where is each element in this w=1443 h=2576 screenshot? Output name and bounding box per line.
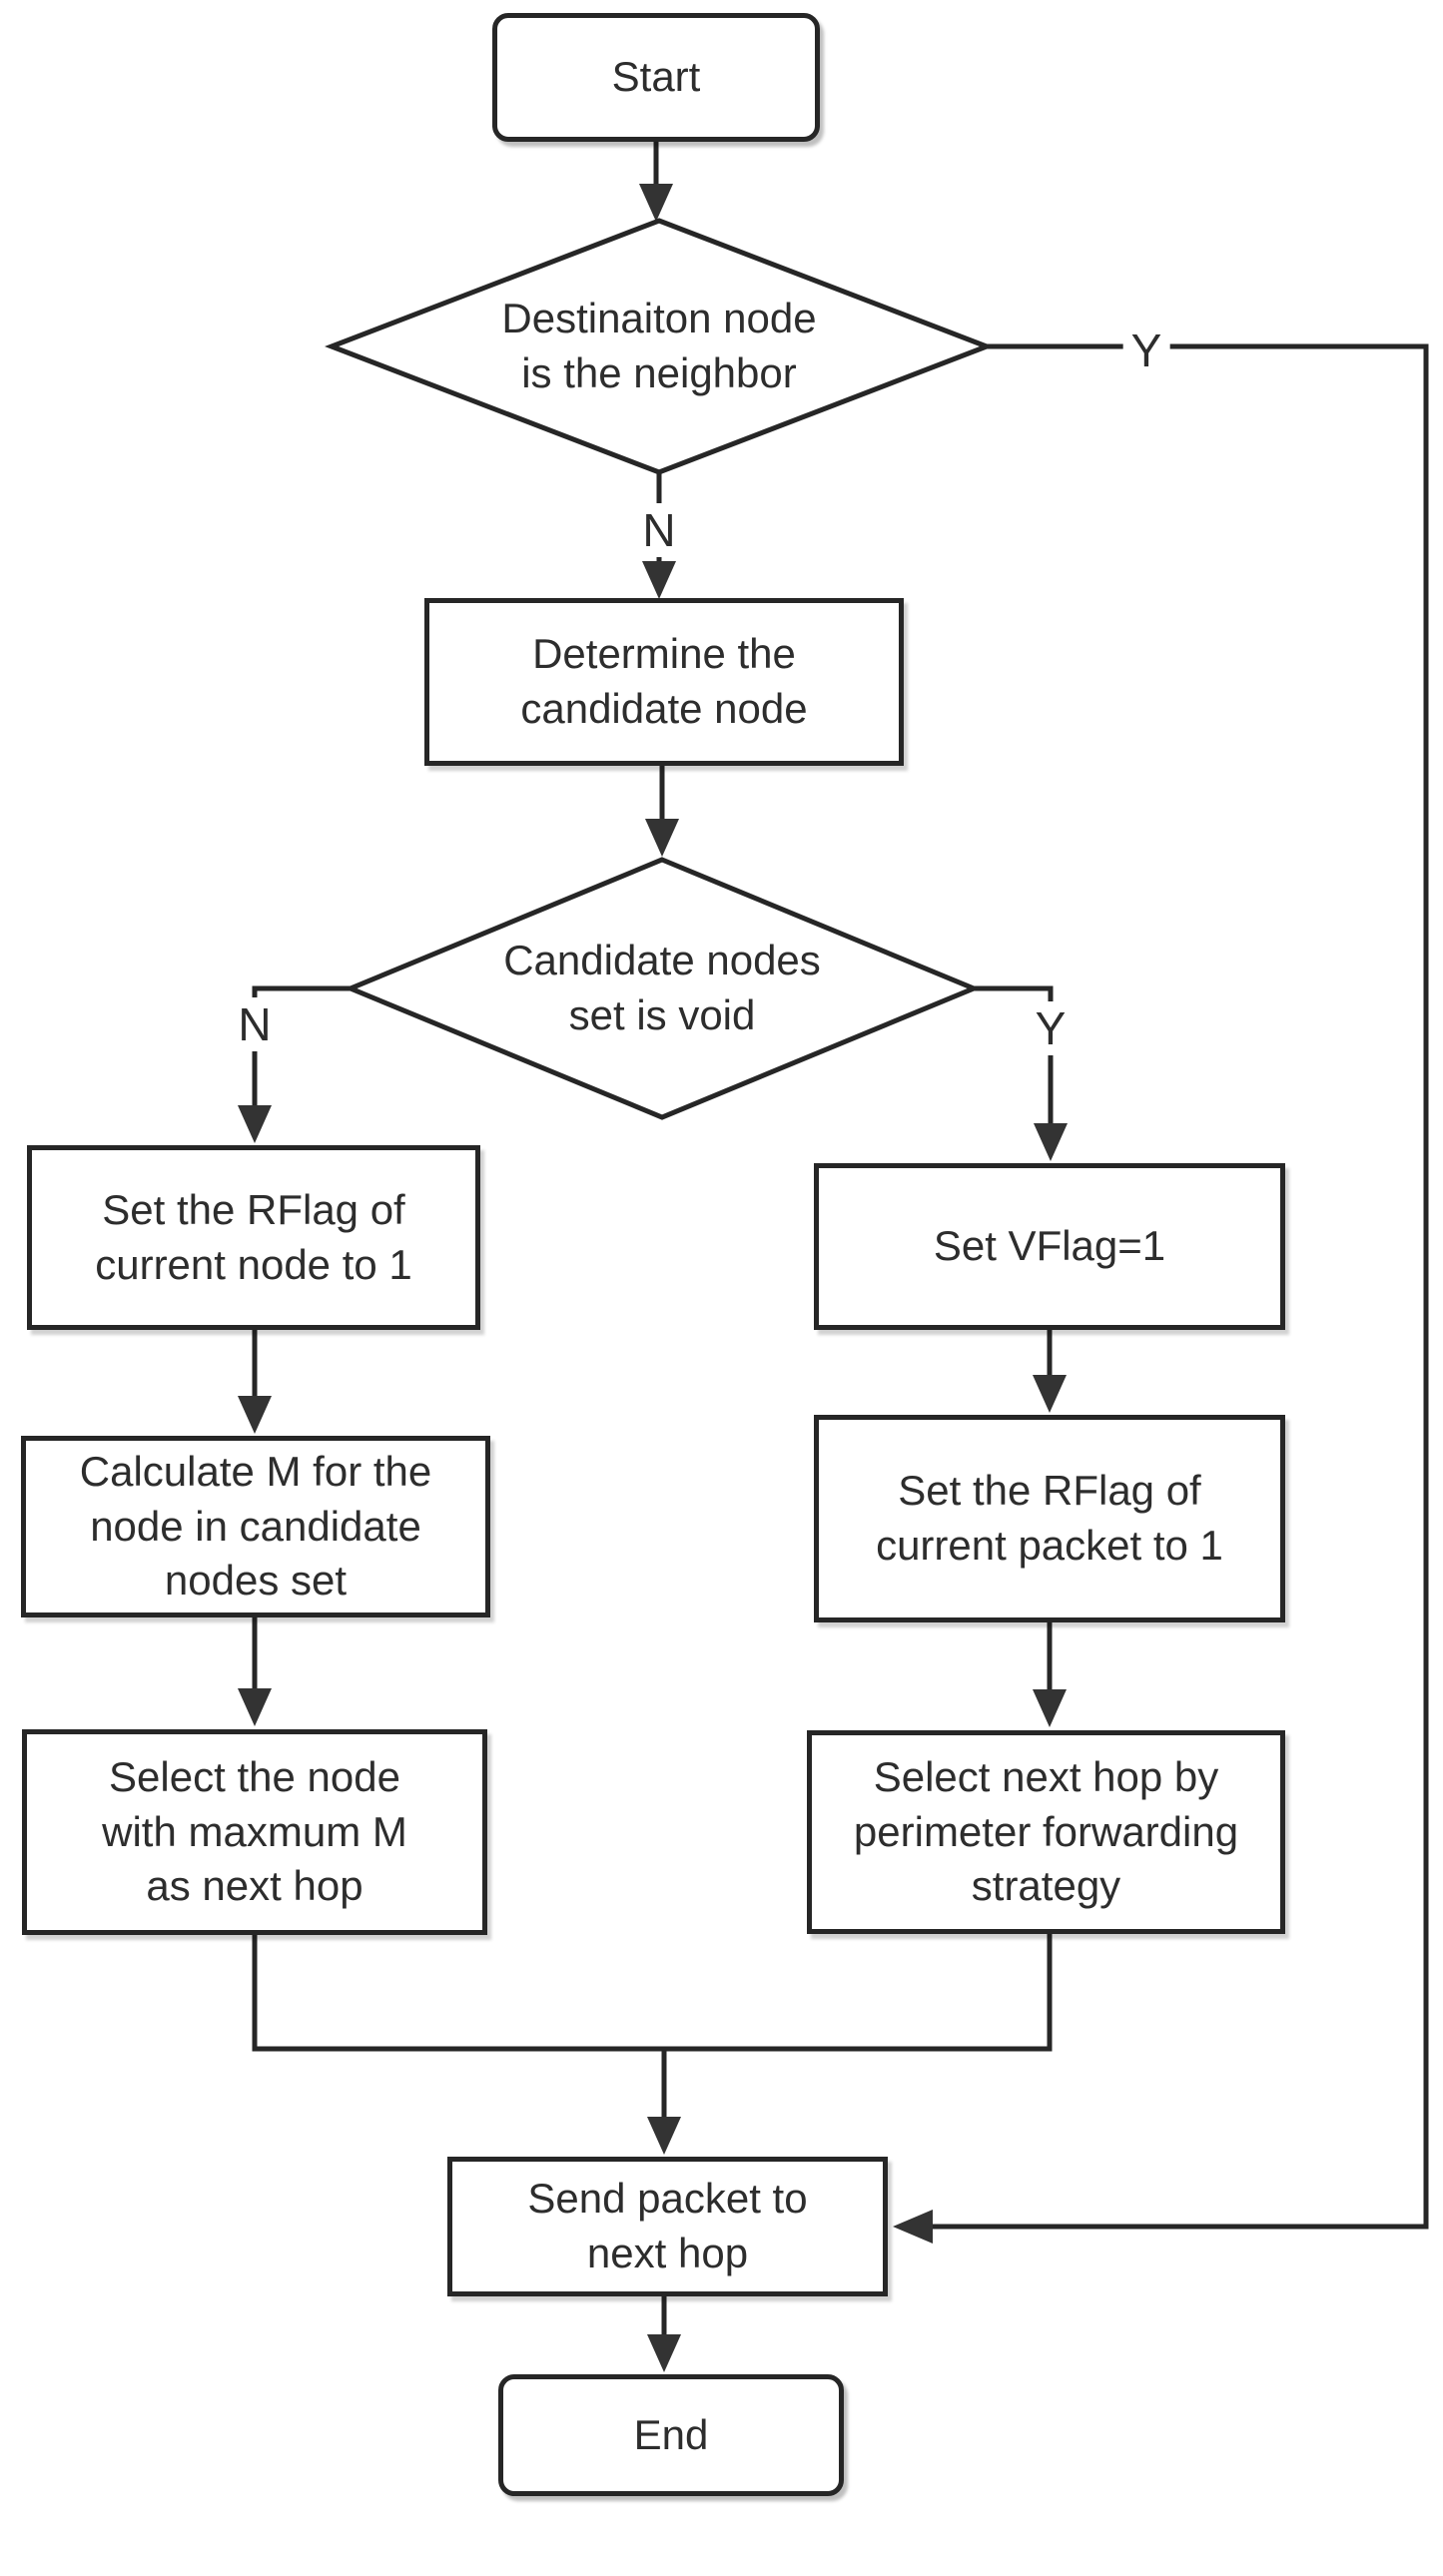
decision1-no-label: N — [634, 503, 684, 557]
edge-merge-line — [252, 1934, 1053, 2052]
set-vflag-label: Set VFlag=1 — [933, 1222, 1166, 1270]
arrowhead-merge-to-send — [647, 2117, 681, 2155]
determine-candidate-node: Determine the candidate node — [424, 598, 904, 766]
select-perimeter-label: Select next hop by perimeter forwarding … — [853, 1753, 1239, 1910]
set-rflag-node-node: Set the RFlag of current node to 1 — [27, 1145, 480, 1330]
arrowhead-start-to-decision1 — [639, 184, 673, 222]
edge-decision2-no — [252, 985, 351, 1105]
determine-candidate-label: Determine the candidate node — [520, 630, 808, 732]
arrowhead-send-to-end — [647, 2334, 681, 2372]
end-node: End — [498, 2374, 844, 2496]
decision-destination-shape — [325, 218, 994, 475]
edge-decision2-yes — [974, 985, 1054, 1123]
select-max-m-node: Select the node with maxmum M as next ho… — [22, 1729, 487, 1935]
edge-decision1-yes-rail — [933, 343, 1429, 2230]
arrowhead-decision2-yes — [1034, 1123, 1068, 1161]
arrowhead-decision1-yes-rail — [893, 2210, 933, 2244]
start-node: Start — [492, 13, 820, 142]
decision-candidate-void-shape — [344, 857, 981, 1120]
arrowhead-decision2-no — [238, 1105, 272, 1143]
set-rflag-packet-label: Set the RFlag of current packet to 1 — [876, 1467, 1223, 1569]
decision-destination-label: Destinaiton node is the neighbor — [501, 295, 817, 396]
arrowhead-decision1-no — [642, 561, 676, 599]
send-packet-node: Send packet to next hop — [447, 2157, 888, 2296]
decision-destination-node: Destinaiton node is the neighbor — [429, 285, 889, 408]
calculate-m-label: Calculate M for the node in candidate no… — [79, 1448, 432, 1605]
arrowhead-setrflagnode-to-calculatem — [238, 1396, 272, 1434]
set-vflag-node: Set VFlag=1 — [814, 1163, 1285, 1330]
decision-candidate-void-label: Candidate nodes set is void — [503, 937, 821, 1038]
arrowhead-calculatem-to-selectmaxm — [238, 1688, 272, 1726]
set-rflag-node-label: Set the RFlag of current node to 1 — [95, 1185, 412, 1288]
calculate-m-node: Calculate M for the node in candidate no… — [21, 1436, 490, 1617]
decision2-yes-label: Y — [1027, 1001, 1075, 1055]
set-rflag-packet-node: Set the RFlag of current packet to 1 — [814, 1415, 1285, 1622]
decision-candidate-void-node: Candidate nodes set is void — [432, 927, 892, 1050]
select-max-m-label: Select the node with maxmum M as next ho… — [102, 1753, 407, 1910]
send-packet-label: Send packet to next hop — [527, 2175, 808, 2276]
decision2-no-label: N — [230, 997, 280, 1051]
start-label: Start — [611, 53, 701, 101]
select-perimeter-node: Select next hop by perimeter forwarding … — [807, 1730, 1285, 1934]
arrowhead-setvflag-to-setrflagpacket — [1033, 1375, 1067, 1413]
decision1-yes-label: Y — [1122, 323, 1170, 377]
arrowhead-setrflagpacket-to-perimeter — [1033, 1689, 1067, 1727]
end-label: End — [633, 2410, 709, 2458]
arrowhead-determine-to-decision2 — [645, 819, 679, 857]
